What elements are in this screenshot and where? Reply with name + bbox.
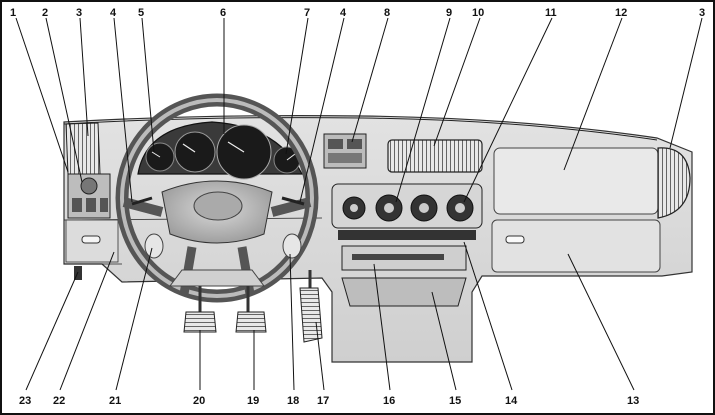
left-switch-cluster — [67, 173, 111, 219]
callout-13: 13 — [627, 395, 639, 407]
callout-3-left: 3 — [76, 7, 82, 19]
callout-14: 14 — [505, 395, 518, 407]
callout-17: 17 — [317, 395, 329, 407]
callout-15: 15 — [449, 395, 461, 407]
radio-unit — [341, 245, 467, 271]
callout-7: 7 — [304, 7, 310, 19]
callout-8: 8 — [384, 7, 390, 19]
upper-storage-compartment — [493, 147, 659, 215]
glovebox — [491, 219, 661, 273]
callout-11: 11 — [545, 7, 557, 19]
center-air-vent — [387, 139, 483, 173]
callout-10: 10 — [472, 7, 484, 19]
heater-controls — [331, 183, 483, 240]
steering-wheel — [115, 93, 319, 303]
instrument-cluster — [137, 121, 303, 180]
steering-column — [169, 269, 265, 287]
callout-4-left: 4 — [110, 7, 117, 19]
callout-21: 21 — [109, 395, 121, 407]
callout-22: 22 — [53, 395, 65, 407]
callout-18: 18 — [287, 395, 299, 407]
brake-pedal — [235, 286, 267, 333]
callout-labels: 1 2 3 4 5 6 7 4 8 9 10 11 12 3 23 22 21 … — [10, 7, 705, 407]
lower-console-tray — [341, 277, 467, 307]
left-lower-panel — [65, 219, 119, 263]
right-air-vent — [657, 147, 691, 219]
accelerator-pedal — [299, 270, 323, 343]
callout-1: 1 — [10, 7, 16, 19]
callout-leaders — [15, 17, 703, 391]
callout-16: 16 — [383, 395, 395, 407]
callout-2: 2 — [42, 7, 48, 19]
callout-3-right: 3 — [699, 7, 705, 19]
callout-6: 6 — [220, 7, 226, 19]
callout-20: 20 — [193, 395, 205, 407]
hazard-switch-bank — [323, 133, 367, 169]
callout-12: 12 — [615, 7, 627, 19]
callout-5: 5 — [138, 7, 144, 19]
callout-9: 9 — [446, 7, 452, 19]
callout-19: 19 — [247, 395, 259, 407]
callout-23: 23 — [19, 395, 31, 407]
clutch-pedal — [183, 286, 217, 333]
callout-4-right: 4 — [340, 7, 347, 19]
